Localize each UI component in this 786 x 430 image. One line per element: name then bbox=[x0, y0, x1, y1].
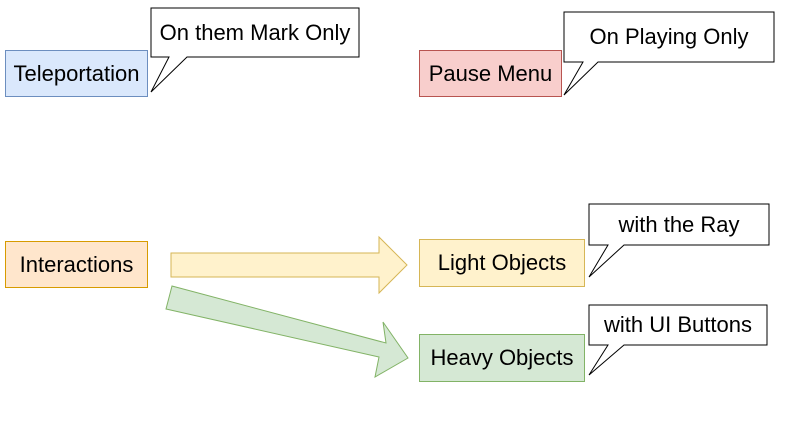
node-interactions: Interactions bbox=[5, 241, 148, 288]
node-heavy-objects-label: Heavy Objects bbox=[430, 345, 574, 370]
callout-heavy-objects: with UI Buttons bbox=[589, 305, 767, 345]
callout-pause-menu: On Playing Only bbox=[564, 12, 774, 62]
node-pause-menu: Pause Menu bbox=[419, 50, 562, 97]
callout-light-objects: with the Ray bbox=[589, 204, 769, 245]
callout-bubble-pause-menu bbox=[563, 11, 775, 96]
callout-bubble-heavy-objects bbox=[588, 304, 768, 376]
callout-bubble-teleportation bbox=[150, 7, 360, 93]
arrow-interactions-to-heavy-objects bbox=[165, 285, 409, 378]
callout-heavy-objects-label: with UI Buttons bbox=[604, 312, 752, 337]
node-light-objects-label: Light Objects bbox=[437, 250, 567, 275]
callout-teleportation-label: On them Mark Only bbox=[159, 19, 351, 45]
callout-teleportation: On them Mark Only bbox=[151, 8, 359, 57]
callout-bubble-light-objects bbox=[588, 203, 770, 278]
node-heavy-objects: Heavy Objects bbox=[419, 334, 585, 382]
callout-light-objects-label: with the Ray bbox=[618, 211, 740, 237]
node-pause-menu-label: Pause Menu bbox=[428, 60, 553, 86]
node-light-objects: Light Objects bbox=[419, 239, 585, 287]
node-teleportation-label: Teleportation bbox=[13, 60, 140, 86]
arrow-interactions-to-light-objects bbox=[170, 235, 408, 295]
callout-pause-menu-label: On Playing Only bbox=[589, 24, 749, 49]
node-interactions-label: Interactions bbox=[19, 251, 134, 277]
node-teleportation: Teleportation bbox=[5, 50, 148, 97]
